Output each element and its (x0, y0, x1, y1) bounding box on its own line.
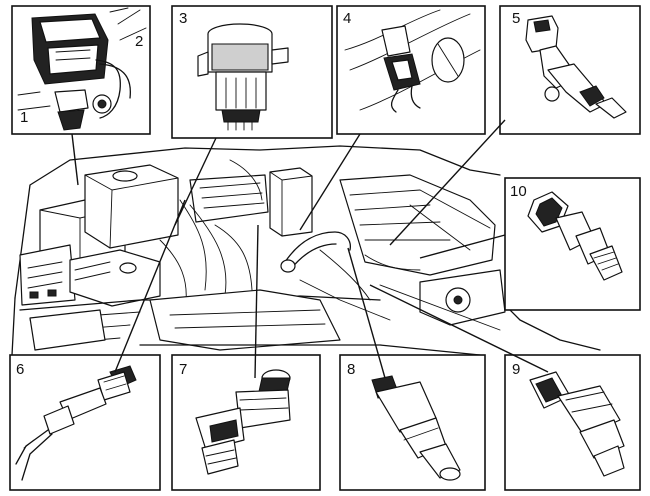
panel-3 (171, 5, 333, 139)
callout-1: 1 (20, 109, 29, 126)
panel-6 (9, 354, 161, 491)
callout-6: 6 (16, 361, 25, 378)
callout-4: 4 (343, 10, 352, 27)
callout-10: 10 (510, 183, 527, 200)
callout-3: 3 (179, 10, 188, 27)
callout-9: 9 (512, 361, 521, 378)
panel-10 (504, 177, 641, 311)
leader-3 (174, 137, 217, 226)
panel-9 (504, 354, 641, 491)
leader-10 (419, 234, 506, 259)
panel-4 (336, 5, 486, 135)
engine-bay-illustration (11, 145, 601, 356)
callout-7: 7 (179, 361, 188, 378)
leader-6 (114, 199, 186, 373)
leader-7 (254, 224, 259, 379)
callout-5: 5 (512, 10, 521, 27)
panel-1-2 (11, 5, 151, 135)
leader-4 (299, 133, 361, 231)
callout-2: 2 (135, 33, 144, 50)
leader-9 (369, 284, 549, 373)
leader-lines (71, 119, 549, 379)
panel-5 (499, 5, 641, 135)
leader-8 (347, 247, 386, 379)
panel-7 (171, 354, 321, 491)
leader-5 (389, 119, 506, 246)
panel-8 (339, 354, 486, 491)
callout-8: 8 (347, 361, 356, 378)
leader-1 (71, 133, 79, 186)
